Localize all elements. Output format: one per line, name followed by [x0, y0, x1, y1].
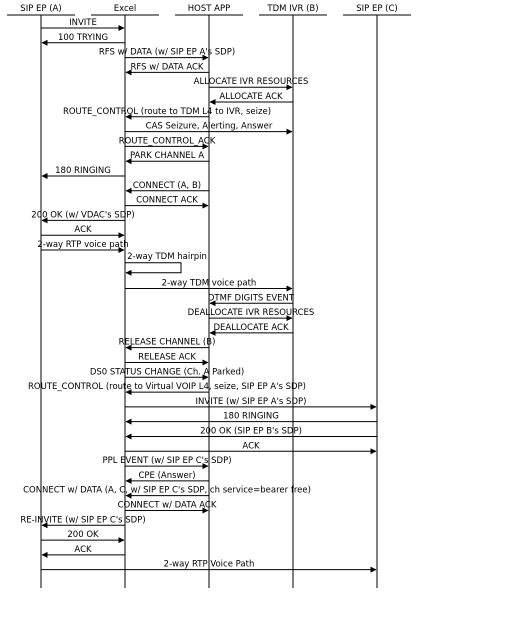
message-label: CPE (Answer) [138, 471, 195, 481]
message-label: CONNECT w/ DATA (A, C, w/ SIP EP C's SDP… [23, 486, 311, 496]
message-19: DTMF DIGITS EVENT [208, 293, 295, 307]
message-label: DTMF DIGITS EVENT [208, 293, 295, 303]
message-37: 2-way RTP Voice Path [41, 560, 377, 573]
message-2: 100 TRYING [41, 33, 125, 46]
message-7: ROUTE_CONTROL (route to TDM L4 to IVR, s… [63, 107, 271, 120]
message-10: PARK CHANNEL A [125, 151, 209, 165]
message-label: PARK CHANNEL A [130, 151, 204, 161]
message-label: 2-way TDM voice path [162, 278, 257, 288]
message-8: CAS Seizure, Alerting, Answer [125, 122, 293, 135]
message-20: DEALLOCATE IVR RESOURCES [188, 308, 315, 322]
message-35: 200 OK [41, 530, 125, 544]
message-12: CONNECT (A, B) [125, 181, 209, 194]
message-label: 200 OK [67, 530, 99, 540]
message-14: 200 OK (w/ VDAC's SDP) [31, 210, 135, 224]
message-24: DS0 STATUS CHANGE (Ch. A Parked) [90, 367, 244, 381]
message-30: PPL EVENT (w/ SIP EP C's SDP) [102, 456, 232, 470]
message-label: ACK [74, 225, 92, 235]
message-6: ALLOCATE ACK [209, 92, 293, 105]
message-label: ROUTE_CONTROL_ACK [119, 136, 216, 146]
message-21: DEALLOCATE ACK [209, 323, 293, 336]
message-arrow [125, 262, 182, 276]
message-18: 2-way TDM voice path [125, 278, 293, 292]
message-27: 180 RINGING [125, 412, 377, 425]
message-label: ROUTE_CONTROL (route to TDM L4 to IVR, s… [63, 107, 271, 117]
message-label: 2-way TDM hairpin [127, 252, 207, 262]
message-label: 2-way RTP Voice Path [164, 560, 255, 570]
message-label: PPL EVENT (w/ SIP EP C's SDP) [102, 456, 231, 466]
message-label: DEALLOCATE IVR RESOURCES [188, 308, 315, 318]
message-32: CONNECT w/ DATA (A, C, w/ SIP EP C's SDP… [23, 486, 311, 499]
message-label: ALLOCATE ACK [219, 92, 283, 102]
message-label: CONNECT ACK [136, 196, 198, 206]
message-label: 180 RINGING [223, 412, 279, 422]
message-11: 180 RINGING [41, 166, 125, 179]
messages: INVITE 100 TRYING RFS w/ DATA (w/ SIP EP A… [20, 18, 377, 573]
message-34: RE-INVITE (w/ SIP EP C's SDP) [20, 515, 146, 529]
message-label: ROUTE_CONTROL (route to Virtual VOIP L4,… [28, 382, 306, 392]
message-label: DEALLOCATE ACK [213, 323, 289, 333]
participant-h-label: HOST APP [188, 4, 230, 14]
message-36: ACK [41, 545, 125, 558]
message-label: INVITE [69, 18, 97, 28]
message-label: ACK [74, 545, 92, 555]
message-label: CONNECT w/ DATA ACK [118, 500, 217, 510]
message-26: INVITE (w/ SIP EP A's SDP) [125, 397, 377, 410]
message-label: 2-way RTP voice path [37, 240, 128, 250]
message-label: 200 OK (w/ VDAC's SDP) [31, 210, 134, 220]
message-4: RFS w/ DATA ACK [125, 62, 209, 76]
message-label: ACK [242, 441, 260, 451]
message-label: 200 OK (SIP EP B's SDP) [200, 426, 302, 436]
message-23: RELEASE ACK [125, 352, 209, 366]
message-33: CONNECT w/ DATA ACK [118, 500, 217, 514]
participant-t-label: TDM IVR (B) [266, 4, 318, 14]
message-label: 100 TRYING [58, 33, 108, 43]
message-label: RELEASE ACK [138, 352, 196, 362]
message-label: DS0 STATUS CHANGE (Ch. A Parked) [90, 367, 244, 377]
message-29: ACK [125, 441, 377, 455]
message-1: INVITE [41, 18, 125, 31]
message-31: CPE (Answer) [125, 471, 209, 484]
participant-c-label: SIP EP (C) [356, 4, 398, 14]
message-25: ROUTE_CONTROL (route to Virtual VOIP L4,… [28, 382, 306, 396]
message-label: RE-INVITE (w/ SIP EP C's SDP) [20, 515, 145, 525]
message-17: 2-way TDM hairpin [125, 252, 207, 276]
participants: SIP EP (A) Excel HOST APP TDM IVR (B) SIP EP… [7, 4, 411, 16]
message-15: ACK [41, 225, 125, 239]
message-label: ALLOCATE IVR RESOURCES [194, 77, 309, 87]
message-label: CONNECT (A, B) [133, 181, 201, 191]
message-13: CONNECT ACK [125, 196, 209, 209]
message-label: INVITE (w/ SIP EP A's SDP) [196, 397, 307, 407]
message-label: RELEASE CHANNEL (B) [119, 338, 216, 348]
message-5: ALLOCATE IVR RESOURCES [194, 77, 309, 91]
message-label: 180 RINGING [55, 166, 111, 176]
message-22: RELEASE CHANNEL (B) [119, 338, 216, 351]
participant-a-label: SIP EP (A) [20, 4, 61, 14]
participant-x-label: Excel [114, 4, 137, 14]
message-label: CAS Seizure, Alerting, Answer [146, 122, 273, 132]
message-9: ROUTE_CONTROL_ACK [119, 136, 216, 150]
lifelines [40, 15, 378, 588]
message-16: 2-way RTP voice path [37, 240, 129, 253]
message-label: RFS w/ DATA ACK [130, 62, 203, 72]
message-28: 200 OK (SIP EP B's SDP) [125, 426, 377, 440]
message-label: RFS w/ DATA (w/ SIP EP A's SDP) [99, 48, 235, 58]
message-3: RFS w/ DATA (w/ SIP EP A's SDP) [99, 48, 235, 61]
